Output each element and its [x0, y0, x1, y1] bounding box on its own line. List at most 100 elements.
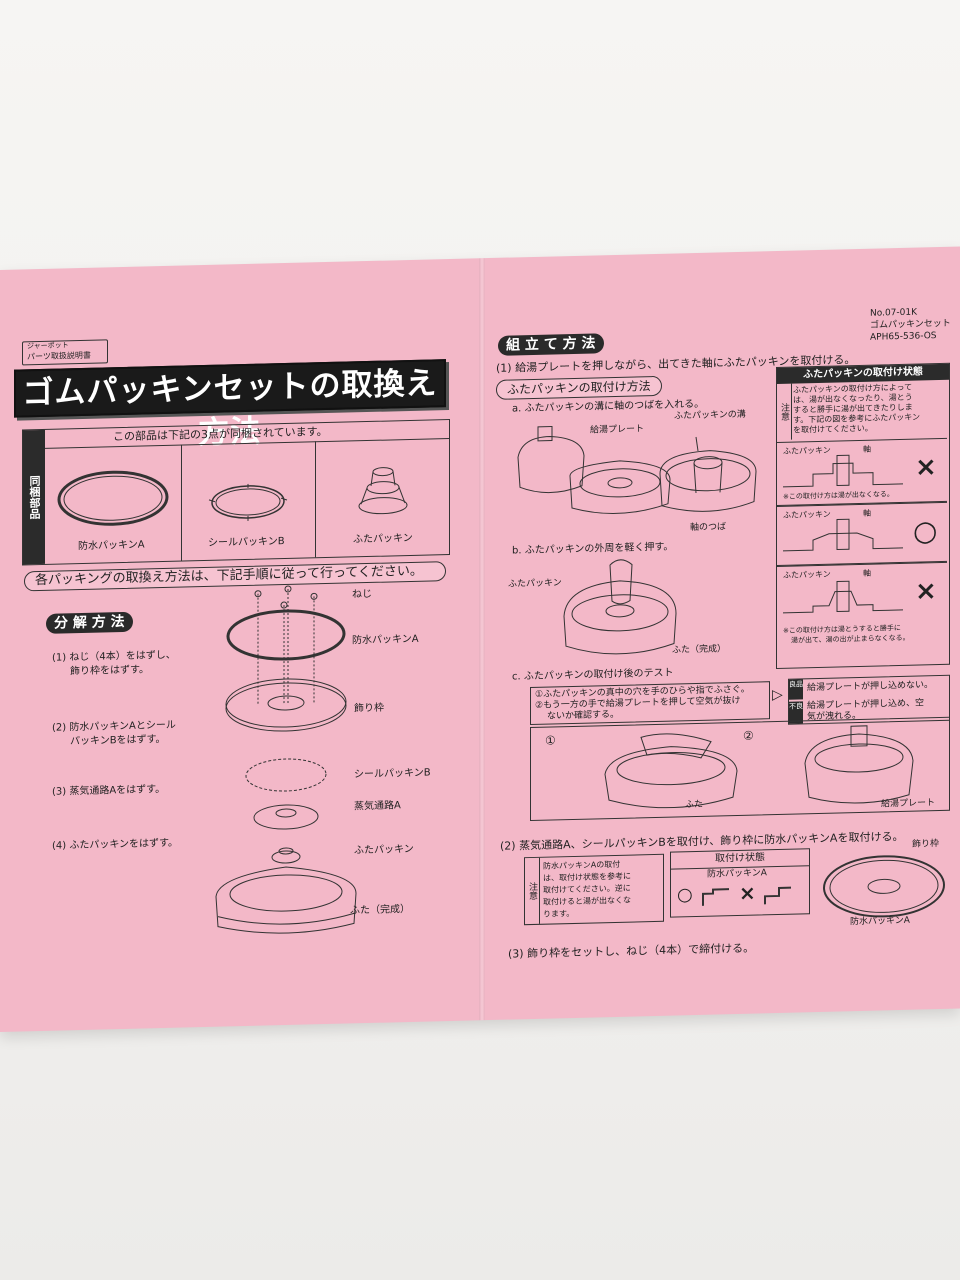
bundle-side-text: 同梱部品 — [28, 474, 41, 520]
part-label-3: ふたパッキン — [353, 532, 413, 546]
test-drawing-2 — [804, 725, 914, 804]
test-label-lid: ふた — [685, 799, 704, 811]
step-2-line-1: (2) 防水パッキンAとシール — [52, 719, 176, 734]
header-small-2: パーツ取扱説明書 — [27, 350, 91, 362]
caution-tag-text: 注意 — [779, 402, 789, 421]
state-3-note-b: 湯が出て、湯の出が止まらなくなる。 — [791, 633, 910, 645]
diagram-label-lid-done: ふた（完成） — [350, 903, 410, 917]
state-example-3: ふたパッキン 軸 × ※この取付け方は湯とうすると勝手に 湯が出て、湯の出が止ま… — [777, 561, 947, 668]
state-2-mark: ○ — [913, 514, 938, 548]
step-b-drawing — [563, 559, 677, 655]
diagram-label-seal-b: シールパッキンB — [354, 767, 431, 781]
caution-2-line-3: 取付けてください。逆に — [543, 883, 631, 895]
part-label-1: 防水パッキンA — [78, 539, 145, 553]
label-waterproof-a: 防水パッキンA — [850, 915, 910, 928]
caution-2-box: 注意 防水パッキンAの取付 は、取付け状態を参考に 取付けてください。逆に 取付… — [524, 853, 664, 926]
doc-number: No.07-01K — [870, 307, 917, 319]
assembly-heading: 組 立 て 方 法 — [498, 333, 604, 356]
diagram-label-screw: ねじ — [352, 588, 372, 601]
result-good-text: 給湯プレートが押し込めない。 — [807, 680, 934, 694]
state-2-heading-row: 取付け状態 — [671, 849, 809, 870]
instruction-sheet: ジャーポット パーツ取扱説明書 ゴムパッキンセットの取換え方法 同梱部品 この部… — [0, 246, 960, 1033]
test-box: ①ふたパッキンの真中の穴を手のひらや指でふさぐ。 ②もう一方の手で給湯プレートを… — [530, 681, 770, 726]
label-feed-plate: 給湯プレート — [590, 424, 645, 436]
part-label-2: シールパッキンB — [208, 536, 285, 549]
diagram-label-waterproof-a: 防水パッキンA — [352, 633, 419, 647]
state2-heading: 取付け状態 — [715, 852, 765, 865]
label-lid-packing-b: ふたパッキン — [508, 578, 562, 590]
caution-2-tag: 注意 — [525, 857, 540, 925]
state-heading-bar: ふたパッキンの取付け状態 — [777, 363, 949, 385]
frame-drawing — [823, 855, 945, 918]
doc-code: APH65-536-OS — [870, 331, 937, 343]
caution-tag: 注意 — [777, 383, 792, 441]
test-circle-2: ② — [743, 728, 754, 743]
step-2-line-2: パッキンBをはずす。 — [70, 733, 166, 748]
exploded-diagram — [215, 585, 357, 934]
result-bad-tag-text: 不良 — [789, 702, 803, 711]
state-example-1: ふたパッキン 軸 × ※この取付け方は湯が出なくなる。 — [777, 437, 947, 507]
seal-packing-b-drawing — [208, 483, 288, 521]
test-label-plate: 給湯プレート — [881, 798, 936, 810]
test-circle-1: ① — [545, 733, 556, 748]
state-3-label: ふたパッキン — [783, 569, 831, 580]
bundle-col-divider-2 — [315, 441, 316, 558]
state-2-drawing — [783, 518, 903, 552]
state-3-mark: × — [915, 576, 937, 607]
test-arrow-icon: ▷ — [772, 686, 783, 704]
step-c: c. ふたパッキンの取付け後のテスト — [512, 667, 674, 683]
result-good-tag-text: 良品 — [789, 680, 803, 689]
lid-section-heading: ふたパッキンの取付け方法 — [496, 375, 662, 400]
header-tag: ジャーポット パーツ取扱説明書 — [22, 339, 108, 366]
caution-2-line-1: 防水パッキンAの取付 — [543, 859, 621, 871]
state-example-2: ふたパッキン 軸 ○ — [777, 501, 947, 567]
step-3: (3) 蒸気通路Aをはずす。 — [52, 783, 166, 798]
state-3-axis: 軸 — [863, 568, 871, 578]
doc-name: ゴムパッキンセット — [870, 318, 951, 331]
step-1-line-2: 飾り枠をはずす。 — [70, 664, 149, 678]
header-small-1: ジャーポット — [27, 341, 69, 351]
state-1-drawing — [783, 454, 903, 488]
result-bad-text-1: 給湯プレートが押し込め、空 — [807, 698, 925, 712]
lid-packing-drawing — [358, 467, 408, 515]
label-lid-complete: ふた（完成） — [672, 644, 727, 656]
state-3-drawing — [783, 580, 903, 614]
diagram-label-steam-a: 蒸気通路A — [354, 800, 401, 813]
page-title: ゴムパッキンセットの取換え方法 — [14, 359, 446, 451]
waterproof-packing-a-drawing — [57, 470, 169, 526]
caution-2-tag-text: 注意 — [527, 881, 537, 901]
caution-2-line-2: は、取付け状態を参考に — [543, 871, 631, 883]
state2-good-mark: ○ — [677, 884, 693, 906]
state-1-note: ※この取付け方は湯が出なくなる。 — [783, 490, 894, 501]
caution-line-5: を取付けてください。 — [793, 423, 873, 435]
result-good-tag: 良品 — [789, 679, 803, 700]
paper-fold — [479, 258, 485, 1021]
state-2-axis: 軸 — [863, 508, 871, 518]
state2-good-drawing — [702, 888, 729, 906]
label-shaft-flange: 軸のつば — [690, 522, 727, 534]
bundle-box: 同梱部品 この部品は下記の3点が同梱されています。 防水パッキンA シールパッキ… — [22, 419, 450, 566]
state-1-axis: 軸 — [863, 444, 871, 454]
caution-2-line-4: 取付けると湯が出なくな — [543, 895, 631, 907]
diagram-label-lid-packing: ふたパッキン — [354, 843, 414, 857]
state-heading: ふたパッキンの取付け状態 — [803, 366, 923, 381]
step-a-drawing — [517, 425, 757, 514]
state2-bad-mark: × — [739, 880, 756, 905]
state2-label: 防水パッキンA — [707, 868, 767, 880]
assembly-step-3: (3) 飾り枠をセットし、ねじ（4本）で締付ける。 — [508, 941, 755, 961]
state-1-mark: × — [915, 452, 937, 483]
step-1-line-1: (1) ねじ（4本）をはずし、 — [52, 649, 176, 664]
test-drawing-1 — [604, 733, 738, 809]
state-2-box: 取付け状態 防水パッキンA ○ × — [670, 848, 810, 918]
diagram-label-frame: 飾り枠 — [354, 702, 384, 715]
label-packing-groove: ふたパッキンの溝 — [674, 409, 746, 422]
bundle-side-label: 同梱部品 — [23, 429, 45, 565]
disassembly-heading: 分 解 方 法 — [46, 611, 133, 634]
caution-2-line-5: ります。 — [543, 908, 575, 919]
step-4: (4) ふたパッキンをはずす。 — [52, 837, 179, 852]
state2-bad-drawing — [764, 886, 791, 905]
test-illustration-box: ① ② ふた 給湯プレート — [530, 716, 950, 822]
bundle-col-divider-1 — [181, 444, 182, 561]
state-panel: ふたパッキンの取付け状態 注意 ふたパッキンの取付け方によって は、湯が出なくな… — [776, 362, 950, 670]
test-line-3: ないか確認する。 — [547, 709, 620, 722]
